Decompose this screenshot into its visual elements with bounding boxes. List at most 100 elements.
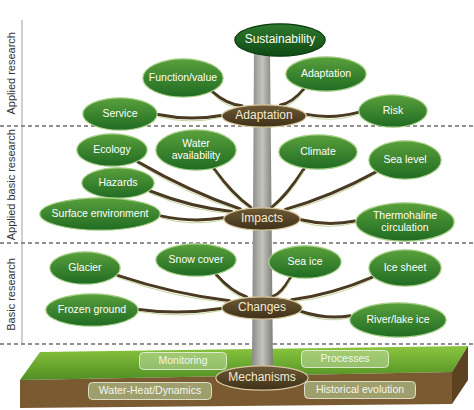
leaf-outline xyxy=(369,141,441,179)
branch-line xyxy=(272,169,304,208)
node-text: Monitoring xyxy=(154,355,211,367)
vine-line xyxy=(216,277,246,299)
hub-node: Mechanisms xyxy=(215,365,309,391)
leaf-node: Ice sheet xyxy=(368,249,442,287)
branch-connector xyxy=(285,172,375,211)
leaf-node: River/lake ice xyxy=(349,302,447,338)
leaf-node: Hazards xyxy=(81,167,155,199)
vine-line xyxy=(292,279,373,302)
vine-line xyxy=(117,277,229,302)
node-text: Surface environment xyxy=(48,208,153,220)
top-outline xyxy=(235,24,325,56)
vine-line xyxy=(214,171,251,210)
tier-text: Applied basic research xyxy=(5,129,17,240)
branch-line xyxy=(213,92,242,106)
leaf-node: Risk xyxy=(358,94,428,128)
node-text: Sea ice xyxy=(283,256,326,268)
branch-connector xyxy=(213,92,242,108)
ground-box-outline xyxy=(140,353,227,370)
node-text: Changes xyxy=(234,301,290,314)
branch-line xyxy=(285,172,375,209)
branch-line xyxy=(214,169,251,208)
leaf-outline xyxy=(156,130,236,170)
leaf-outline xyxy=(369,250,441,286)
research-tier-label: Basic research xyxy=(2,246,20,342)
leaf-node: Glacier xyxy=(49,251,121,285)
node-text: Water availability xyxy=(155,138,237,161)
vine-line xyxy=(213,94,242,108)
vine-line xyxy=(150,193,232,213)
soil-side xyxy=(452,346,468,404)
ground-box-outline xyxy=(302,351,389,368)
node-text: Risk xyxy=(379,105,407,117)
vine-line xyxy=(139,310,221,314)
leaf-outline xyxy=(356,203,454,241)
branch-line xyxy=(292,277,373,300)
vine-line xyxy=(280,91,303,107)
divider-line xyxy=(0,242,474,243)
leaf-node: Function/value xyxy=(142,58,224,98)
leaf-node: Thermohaline circulation xyxy=(355,202,455,242)
ground-label-box: Historical evolution xyxy=(304,381,416,399)
side-rule xyxy=(22,20,23,344)
branch-connector xyxy=(216,275,246,299)
node-text: Historical evolution xyxy=(312,384,408,396)
branch-connector xyxy=(301,311,350,319)
leaf-node: Sea ice xyxy=(268,245,342,279)
branch-line xyxy=(307,112,359,116)
ground-box-outline xyxy=(305,382,416,399)
leaf-outline xyxy=(83,98,157,130)
leaf-node: Service xyxy=(82,97,158,131)
node-text: River/lake ice xyxy=(362,314,433,326)
branch-connector xyxy=(292,277,373,302)
node-text: Processes xyxy=(316,353,373,365)
vine-line xyxy=(273,280,291,299)
branch-line xyxy=(150,191,232,211)
branch-connector xyxy=(272,169,304,210)
node-text: Glacier xyxy=(64,262,105,274)
hub-outline xyxy=(216,366,308,390)
branch-connector xyxy=(117,275,229,302)
leaf-node: Surface environment xyxy=(39,197,161,231)
ground-label-box: Water-Heat/Dynamics xyxy=(88,382,212,400)
leaf-node: Sea level xyxy=(368,140,442,180)
goal-node: Sustainability xyxy=(234,23,326,57)
leaf-node: Water availability xyxy=(155,129,237,171)
research-tier-label: Applied basic research xyxy=(2,128,20,242)
vine-line xyxy=(161,218,224,223)
node-text: Thermohaline circulation xyxy=(355,210,455,233)
node-text: Impacts xyxy=(237,212,287,225)
leaf-node: Ecology xyxy=(76,133,148,167)
leaf-node: Climate xyxy=(278,134,358,170)
branch-line xyxy=(301,220,355,224)
vine-line xyxy=(307,114,359,119)
node-text: Adaptation xyxy=(231,109,296,122)
node-text: Function/value xyxy=(145,72,221,84)
branch-line xyxy=(117,275,229,300)
branch-line xyxy=(158,115,221,118)
branch-connector xyxy=(150,191,232,213)
vine-line xyxy=(285,174,375,211)
vine-line xyxy=(301,222,355,227)
leaf-outline xyxy=(40,198,160,230)
ground-label-box: Processes xyxy=(301,350,389,368)
node-text: Hazards xyxy=(94,177,141,189)
branch-connector xyxy=(161,216,224,223)
node-text: Ecology xyxy=(89,144,134,156)
node-text: Service xyxy=(98,108,141,120)
leaf-outline xyxy=(156,244,236,276)
hub-node: Impacts xyxy=(223,207,301,231)
node-text: Climate xyxy=(296,146,340,158)
leaf-outline xyxy=(82,168,154,198)
branch-connector xyxy=(273,278,291,299)
branch-connector xyxy=(307,112,359,119)
leaf-outline xyxy=(350,303,446,337)
tier-text: Applied research xyxy=(5,32,17,115)
leaf-outline xyxy=(143,59,223,97)
leaf-outline xyxy=(46,294,138,326)
node-text: Adaptation xyxy=(297,68,355,80)
branch-line xyxy=(273,278,291,297)
vine-line xyxy=(158,117,221,121)
node-text: Sustainability xyxy=(241,33,320,46)
